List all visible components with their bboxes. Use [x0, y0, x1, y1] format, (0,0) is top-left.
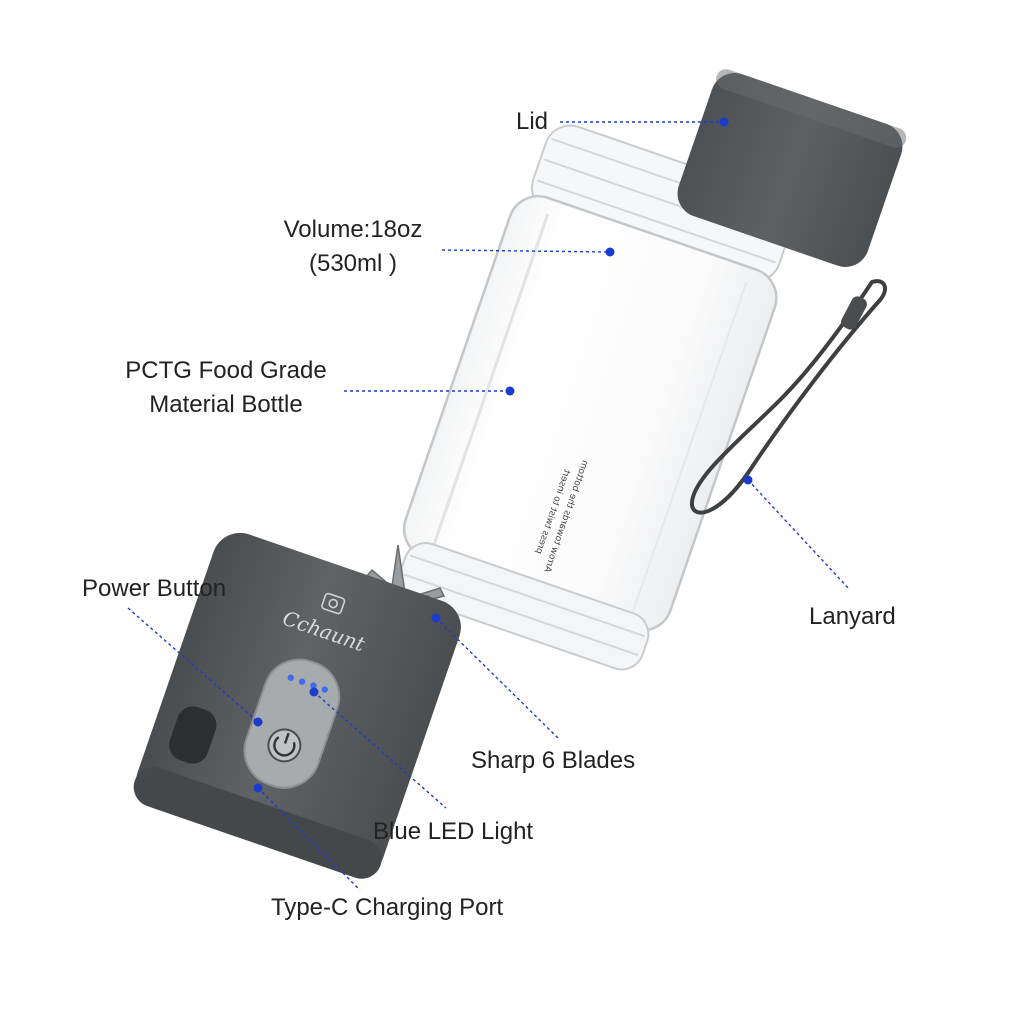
callout-lid-text: Lid: [516, 108, 549, 135]
callout-led-text: Blue LED Light: [373, 818, 534, 845]
callout-blades-text: Sharp 6 Blades: [471, 747, 636, 774]
callout-power: Power Button: [82, 572, 226, 606]
callout-lanyard-text: Lanyard: [809, 603, 896, 630]
dot-volume: [605, 247, 615, 257]
bottle: Arrow towards the bottom press twist to …: [398, 124, 795, 671]
leader-volume: [441, 249, 611, 253]
dot-lanyard: [743, 475, 753, 485]
led-indicators: [287, 674, 328, 693]
leader-led: [313, 691, 447, 809]
dot-port: [253, 783, 263, 793]
callout-port: Type-C Charging Port: [271, 891, 503, 925]
callout-volume-line-1: Volume:18oz: [283, 216, 423, 243]
callout-volume-line-2: (530ml ): [308, 250, 398, 277]
power-icon[interactable]: [264, 725, 305, 766]
leader-lanyard: [747, 479, 851, 591]
callout-bottle-line-1: PCTG Food Grade: [125, 357, 327, 384]
dot-led: [309, 687, 319, 697]
callout-leaders: [127, 121, 851, 891]
leader-power: [127, 607, 259, 723]
callout-bottle-line-2: Material Bottle: [149, 391, 303, 418]
callout-led: Blue LED Light: [373, 815, 533, 849]
camera-icon: [321, 592, 346, 615]
dot-power: [253, 717, 263, 727]
lanyard: [689, 279, 888, 515]
leader-port: [257, 787, 361, 891]
callout-bottle: PCTG Food Grade Material Bottle: [104, 354, 348, 422]
callout-lid: Lid: [516, 105, 548, 139]
dot-bottle: [505, 386, 515, 396]
leader-blades: [435, 617, 561, 741]
type-c-port[interactable]: [165, 702, 221, 768]
callout-blades: Sharp 6 Blades: [471, 744, 635, 778]
callout-power-text: Power Button: [82, 575, 227, 602]
dot-blades: [431, 613, 441, 623]
callout-lanyard: Lanyard: [809, 600, 896, 634]
dot-lid: [719, 117, 729, 127]
callout-dots: [253, 117, 753, 793]
callout-volume: Volume:18oz (530ml ): [268, 213, 438, 281]
callout-port-text: Type-C Charging Port: [271, 894, 504, 921]
lid: [677, 69, 907, 267]
